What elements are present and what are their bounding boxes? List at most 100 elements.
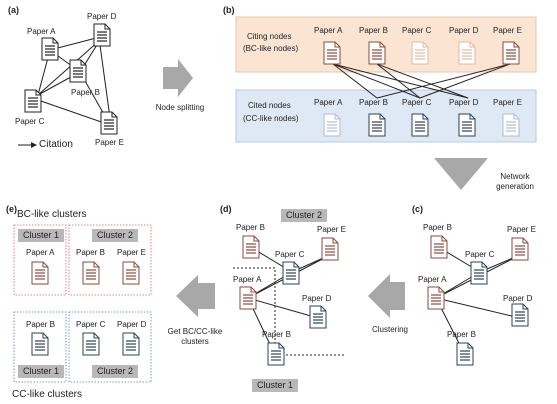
b-cited-paper-a-label: Paper A (314, 98, 343, 107)
cited-paper-a-icon (323, 113, 341, 137)
d-cluster2-badge: Cluster 2 (281, 209, 328, 222)
bc-clusters-title: BC-like clusters (17, 209, 87, 220)
e-cc-cluster2-badge: Cluster 2 (92, 365, 139, 378)
b-citing-paper-d-label: Paper D (449, 26, 479, 35)
c-paper-c-label: Paper C (465, 250, 495, 259)
b-cited-paper-d-label: Paper D (449, 98, 479, 107)
e-bc-paper-b-label: Paper B (76, 248, 105, 257)
bc-cluster1-box (13, 224, 67, 296)
cited-nodes-subtitle: (CC-like nodes) (243, 114, 299, 123)
citing-paper-a-icon (323, 41, 341, 65)
a-paper-c-label: Paper C (15, 117, 45, 126)
e-cc-paper-c-label: Paper C (76, 320, 106, 329)
e-bc-cluster1-badge: Cluster 1 (18, 229, 65, 242)
cited-paper-e-icon (502, 113, 520, 137)
section-e-label: (e) (6, 204, 17, 214)
paper-b-icon (69, 59, 87, 83)
d-cluster1-badge: Cluster 1 (252, 379, 299, 392)
panel-b-edges (332, 63, 511, 99)
cited-paper-c-icon (411, 113, 429, 137)
a-paper-b-label: Paper B (71, 88, 100, 97)
citing-paper-d-icon (458, 41, 476, 65)
cc-cluster2-box (68, 311, 152, 383)
citing-paper-b-icon (368, 41, 386, 65)
node-splitting-arrow (163, 59, 193, 97)
clustering-arrow (368, 274, 405, 318)
d-paper-e-label: Paper E (317, 225, 346, 234)
citing-nodes-title: Citing nodes (247, 32, 292, 41)
b-cited-paper-b-label: Paper B (359, 98, 388, 107)
a-paper-a-label: Paper A (27, 27, 56, 36)
e-bc-paper-a-icon (31, 261, 49, 285)
e-cc-paper-d-icon (122, 332, 140, 356)
d-paper-b-cc-label: Paper B (262, 330, 291, 339)
c-paper-a-bc-icon (427, 286, 445, 310)
d-paper-b-cc-icon (267, 342, 285, 366)
cited-nodes-band (235, 89, 537, 143)
b-cited-paper-e-label: Paper E (493, 98, 522, 107)
c-paper-b-bc-icon (430, 235, 448, 259)
e-bc-paper-b-icon (82, 261, 100, 285)
c-paper-b-cc-label: Paper B (447, 330, 476, 339)
node-splitting-label: Node splitting (155, 103, 205, 112)
d-paper-c-cc-icon (282, 261, 300, 285)
get-clusters-label: Get BC/CC-like clusters (160, 327, 230, 346)
e-bc-paper-e-icon (122, 261, 140, 285)
citation-legend-label: Citation (39, 139, 73, 150)
network-generation-arrow (434, 150, 488, 190)
cited-paper-d-icon (458, 113, 476, 137)
c-paper-d-cc-icon (511, 303, 529, 327)
citing-nodes-subtitle: (BC-like nodes) (243, 44, 299, 53)
paper-c-icon (24, 89, 42, 113)
e-cc-paper-d-label: Paper D (117, 320, 147, 329)
cc-cluster1-box (13, 311, 67, 383)
e-cc-paper-c-icon (82, 332, 100, 356)
section-c-label: (c) (412, 204, 423, 214)
get-clusters-arrow (176, 275, 215, 317)
section-d-label: (d) (220, 204, 232, 214)
b-citing-paper-e-label: Paper E (493, 26, 522, 35)
citing-paper-e-icon (502, 41, 520, 65)
d-paper-a-label: Paper A (233, 275, 262, 284)
e-bc-cluster2-badge: Cluster 2 (92, 229, 139, 242)
d-paper-b-bc-label: Paper B (236, 223, 265, 232)
citing-paper-c-icon (411, 41, 429, 65)
section-a-label: (a) (8, 5, 19, 15)
e-cc-cluster1-badge: Cluster 1 (18, 365, 65, 378)
a-paper-e-label: Paper E (95, 138, 124, 147)
b-citing-paper-b-label: Paper B (359, 26, 388, 35)
c-paper-e-bc-icon (511, 237, 529, 261)
c-paper-a-label: Paper A (418, 275, 447, 284)
network-generation-line2: generation (496, 181, 534, 191)
section-b-label: (b) (223, 5, 235, 15)
cc-clusters-title: CC-like clusters (12, 389, 83, 400)
panel-e-docs (31, 261, 140, 356)
c-paper-b-bc-label: Paper B (423, 223, 452, 232)
paper-a-icon (41, 37, 59, 61)
e-bc-paper-e-label: Paper E (117, 248, 146, 257)
b-cited-paper-c-label: Paper C (402, 98, 432, 107)
get-clusters-line1: Get BC/CC-like (167, 327, 223, 336)
clustering-label: Clustering (371, 325, 408, 334)
d-paper-d-label: Paper D (302, 294, 332, 303)
cited-paper-b-icon (368, 113, 386, 137)
paper-d-icon (93, 23, 111, 47)
citing-nodes-band (235, 16, 537, 73)
d-paper-e-bc-icon (321, 237, 339, 261)
d-paper-b-bc-icon (242, 235, 260, 259)
c-paper-d-label: Paper D (503, 294, 533, 303)
get-clusters-line2: clusters (181, 336, 209, 346)
b-citing-paper-c-label: Paper C (402, 26, 432, 35)
e-cc-paper-b-label: Paper B (26, 320, 55, 329)
d-paper-d-cc-icon (309, 305, 327, 329)
d-paper-a-bc-icon (239, 286, 257, 310)
a-paper-d-label: Paper D (87, 12, 117, 21)
e-cc-paper-b-icon (31, 332, 49, 356)
c-paper-c-cc-icon (470, 261, 488, 285)
e-bc-paper-a-label: Paper A (26, 248, 55, 257)
cluster-divider (233, 267, 345, 356)
c-paper-b-cc-icon (456, 342, 474, 366)
cited-nodes-title: Cited nodes (248, 101, 291, 110)
b-citing-paper-a-label: Paper A (314, 26, 343, 35)
